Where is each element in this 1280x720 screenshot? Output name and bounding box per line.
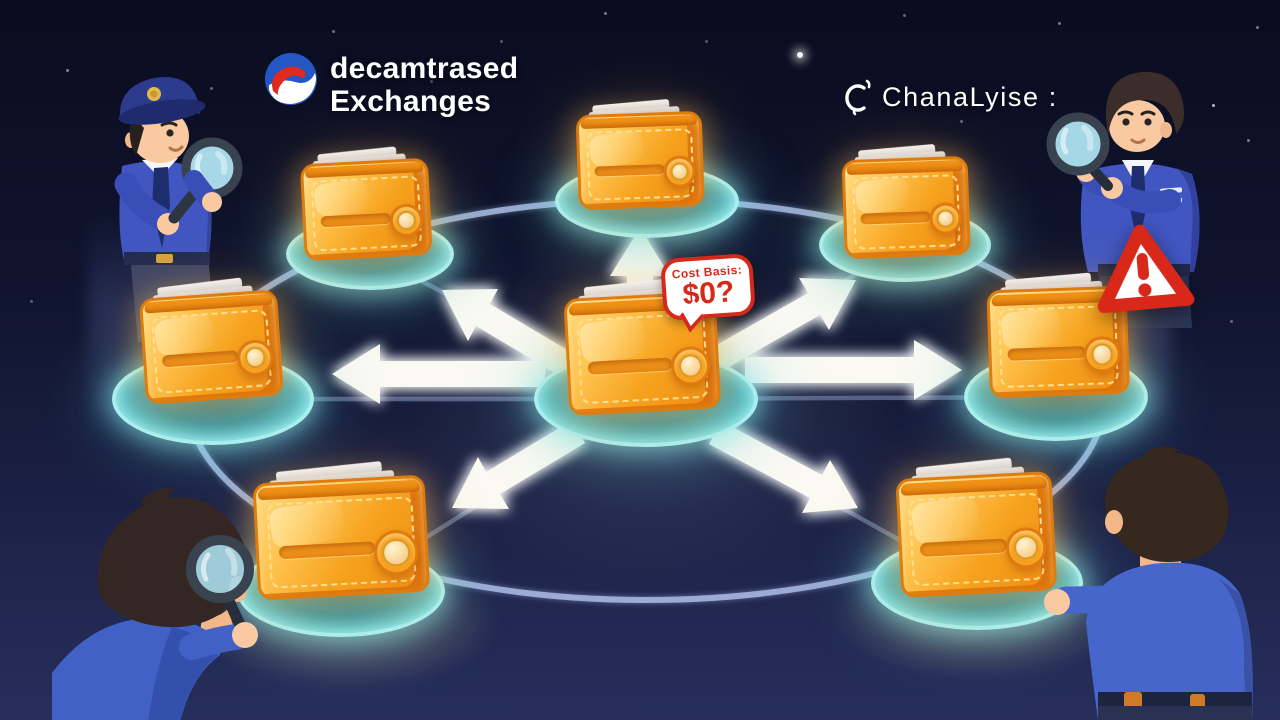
wallet-icon	[841, 143, 971, 260]
cost-basis-badge: Cost Basis: $0?	[659, 252, 757, 322]
wallet-icon	[575, 98, 705, 211]
arrow-upper-right	[706, 278, 856, 373]
dex-logo: decamtrased Exchanges	[264, 52, 518, 118]
rear-observer-left-figure	[52, 488, 258, 720]
wallet-icon	[138, 277, 284, 405]
badge-value: $0?	[681, 275, 736, 312]
chainalysis-logo-text: ChanaLyise :	[882, 81, 1058, 112]
chainalysis-logo-icon	[845, 79, 871, 116]
arrow-lower-left	[452, 421, 585, 509]
magnifier-icon	[1046, 112, 1113, 191]
bright-star	[797, 52, 803, 58]
arrow-right	[745, 340, 962, 400]
arrow-lower-right	[709, 421, 858, 513]
wallet-icon	[299, 146, 433, 262]
warning-triangle-icon	[1097, 224, 1195, 314]
arrow-upper-left	[442, 289, 579, 379]
arrow-left	[332, 344, 545, 404]
wallet-icon	[895, 457, 1058, 598]
dex-logo-line1: decamtrased	[330, 52, 519, 85]
dex-logo-line2: Exchanges	[330, 85, 492, 118]
rear-observer-right-figure	[1044, 446, 1253, 720]
chainalysis-logo: ChanaLyise :	[842, 78, 1058, 116]
dex-logo-icon	[265, 53, 317, 105]
